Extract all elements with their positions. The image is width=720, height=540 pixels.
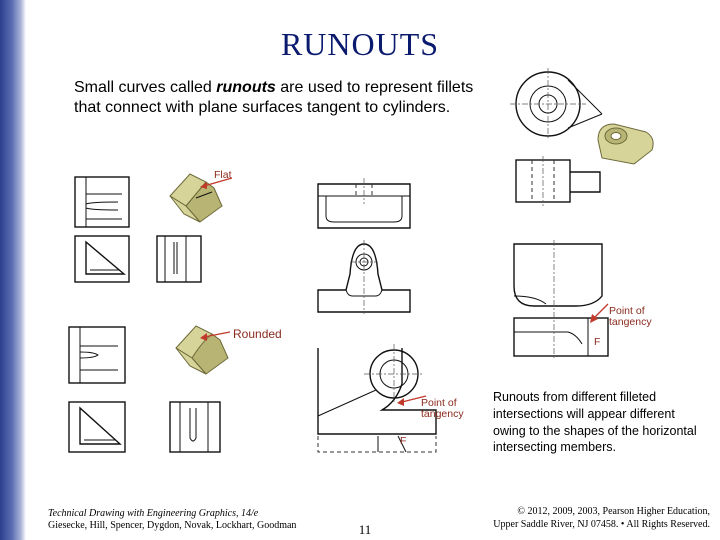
point-of-tangency-label-left: Point of tangency <box>421 397 464 420</box>
slide-title: RUNOUTS <box>280 26 440 62</box>
right-isometric-icon <box>597 123 654 165</box>
rounded-label: Rounded <box>233 327 282 341</box>
center-bracket-front-view <box>317 240 411 314</box>
center-tangency-views <box>317 344 437 453</box>
fillet-letter-right: F <box>594 336 601 348</box>
footer-authors: Giesecke, Hill, Spencer, Dygdon, Novak, … <box>48 520 297 531</box>
footer-copyright: © 2012, 2009, 2003, Pearson Higher Educa… <box>470 505 710 531</box>
tangency-callout-arrow-left <box>397 395 427 406</box>
intro-text-after: are used to represent fillets that conne… <box>74 79 474 116</box>
decorative-side-bar <box>0 0 26 540</box>
footer-copyright-line1: © 2012, 2009, 2003, Pearson Higher Educa… <box>517 506 710 517</box>
flat-callout-arrow <box>200 177 233 189</box>
fillet-letter-left: F <box>400 435 407 447</box>
rounded-callout-arrow <box>200 331 231 341</box>
footer-book-citation: Technical Drawing with Engineering Graph… <box>48 508 308 540</box>
footer-copyright-line2: Upper Saddle River, NJ 07458. • All Righ… <box>493 519 710 530</box>
flat-fillet-views <box>74 176 202 283</box>
intro-emphasis: runouts <box>216 79 276 96</box>
page-number: 11 <box>358 522 372 537</box>
footer-book-title: Technical Drawing with Engineering Graph… <box>48 508 259 519</box>
right-cylinder-front-view <box>515 156 601 206</box>
intro-paragraph: Small curves called runouts are used to … <box>74 78 484 118</box>
tangency-callout-arrow-right <box>590 303 609 323</box>
right-tangency-views <box>513 240 609 360</box>
rounded-fillet-views <box>68 326 221 453</box>
right-cylinder-top-view <box>510 68 603 140</box>
figure-caption: Runouts from different filleted intersec… <box>493 390 697 455</box>
flat-label: Flat <box>214 169 232 181</box>
intro-text-before: Small curves called <box>74 79 217 96</box>
point-of-tangency-label-right: Point of tangency <box>609 305 652 328</box>
center-block-top-view <box>317 178 411 229</box>
